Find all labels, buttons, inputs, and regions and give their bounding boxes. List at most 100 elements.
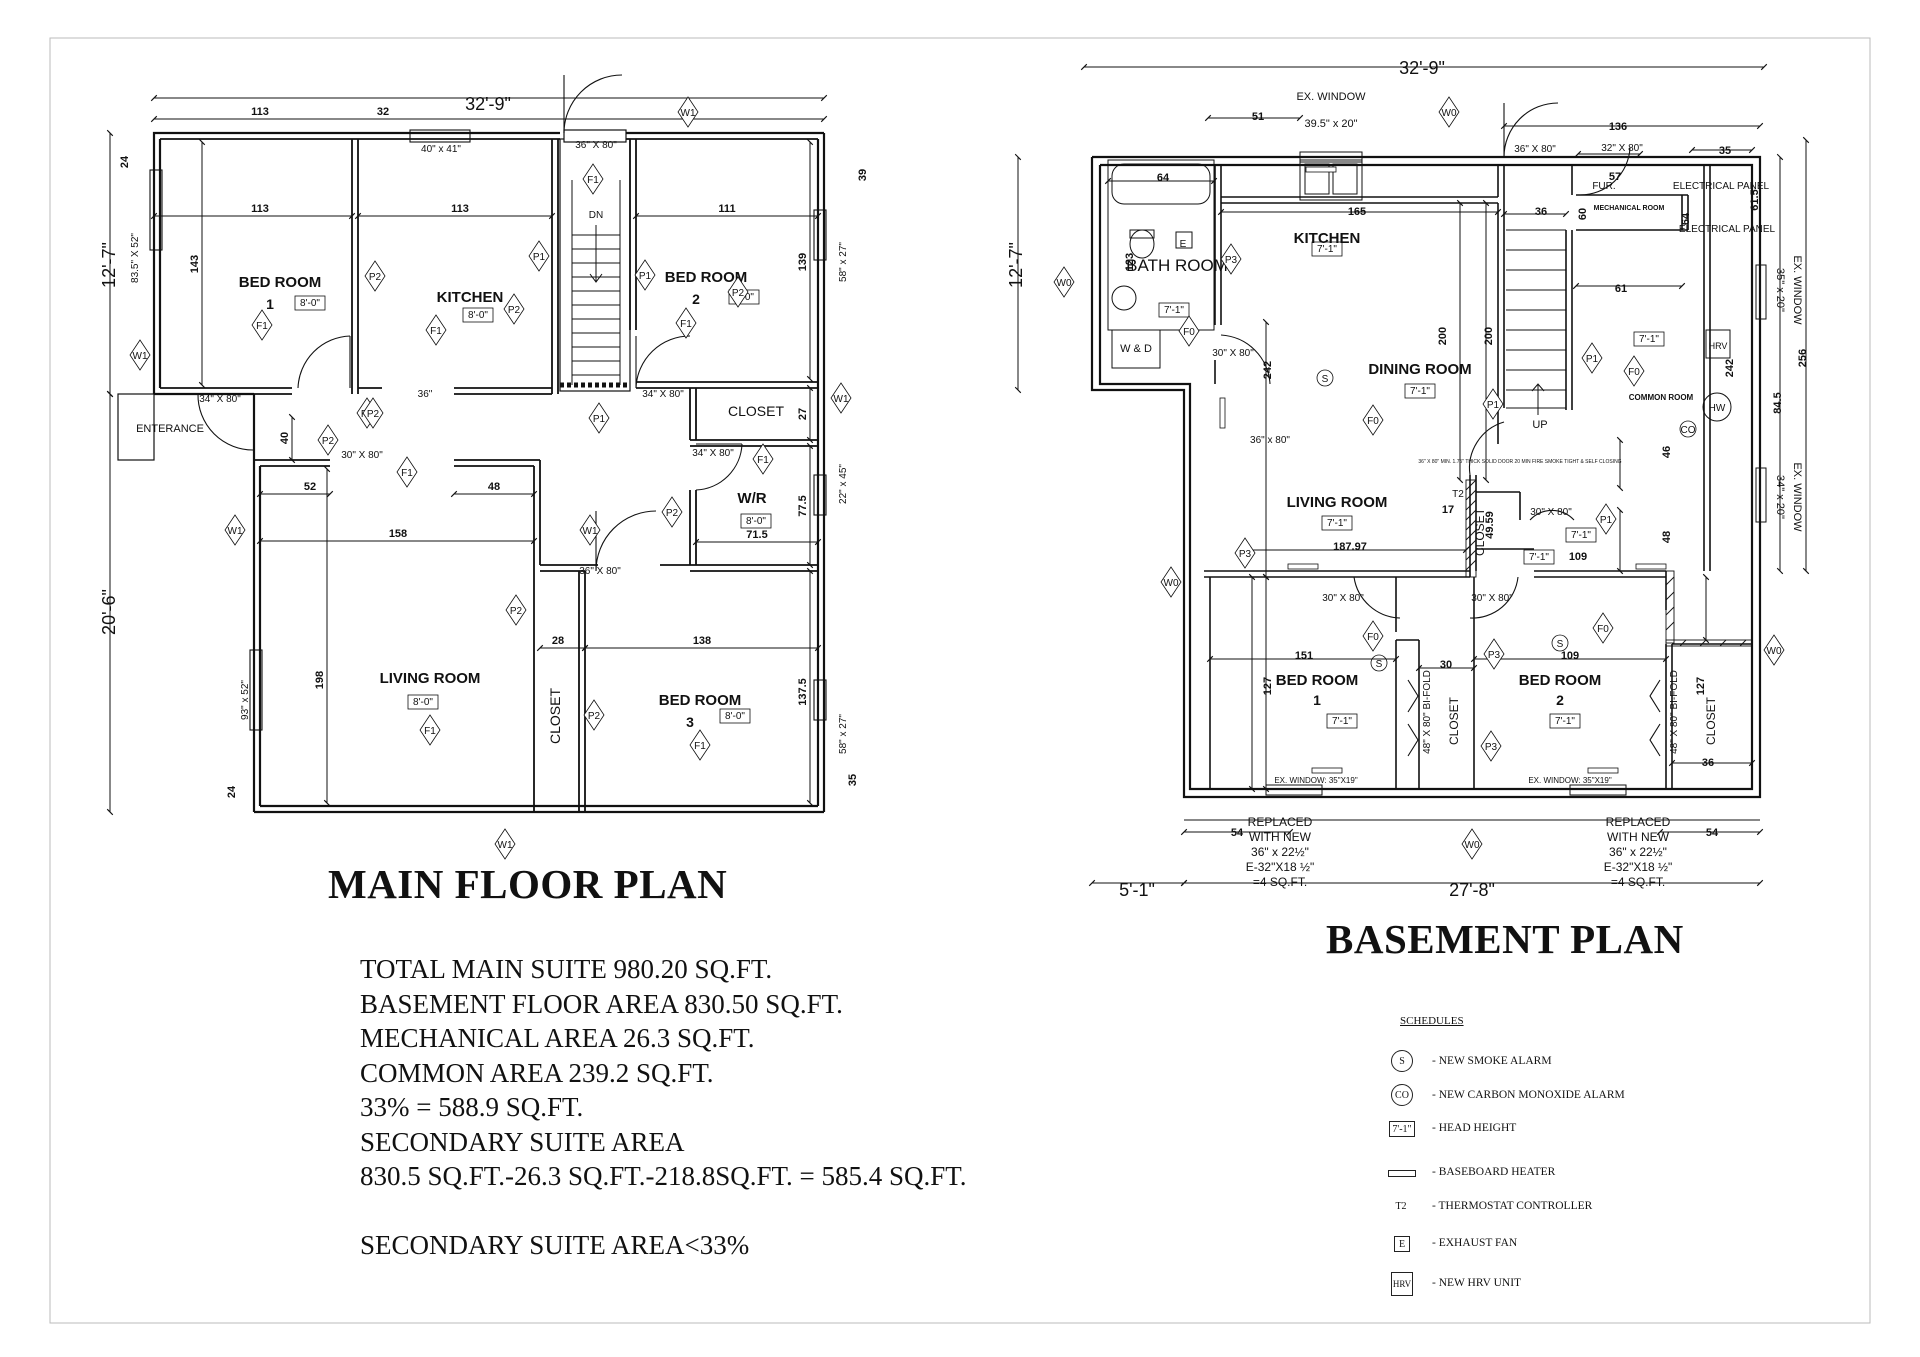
schedule-label: - NEW CARBON MONOXIDE ALARM xyxy=(1432,1089,1625,1101)
finish-tag-label: F1 xyxy=(694,741,706,752)
dimension-value: 17 xyxy=(1442,504,1454,516)
dimension-value: 64 xyxy=(1157,172,1170,184)
dimension-value: 77.5 xyxy=(797,495,809,516)
dimension-value: 35 xyxy=(847,774,859,786)
dimension-value: 256 xyxy=(1797,349,1809,367)
living-room-name: LIVING ROOM xyxy=(380,670,481,687)
co-alarm-marker xyxy=(1679,420,1697,438)
ex-window-size: 35" x 20" xyxy=(1774,268,1786,312)
basement-interior-walls xyxy=(1204,165,1752,789)
door-size-label: 30" X 80" xyxy=(341,450,383,461)
co-alarm-marker-label: CO xyxy=(1681,425,1696,436)
schedule-row-smoke: S - NEW SMOKE ALARM xyxy=(1380,1050,1680,1076)
dimension-value: 54 xyxy=(1706,827,1719,839)
exhaust-fan-tag: E xyxy=(1180,239,1187,250)
bifold-door-label: 48" X 80" BI-FOLD xyxy=(1669,670,1680,754)
fire-door-note: 36" X 80" MIN. 1.75" THICK SOLID DOOR 20… xyxy=(1418,459,1621,465)
window-size-label: 58" x 27" xyxy=(838,714,849,754)
door-size-label: 30" X 80" xyxy=(1530,507,1572,518)
basement-windows xyxy=(1265,151,1767,796)
ex-window-label: EX. WINDOW xyxy=(1296,91,1366,103)
dimension-value: 61.5 xyxy=(1749,189,1761,210)
finish-tag-diamond xyxy=(1234,537,1256,569)
window-size-label: 58" x 27" xyxy=(838,242,849,282)
finish-tag-label: W0 xyxy=(1442,108,1457,119)
replaced-window-note: =4 SQ.FT. xyxy=(1253,875,1307,889)
replaced-window-note: =4 SQ.FT. xyxy=(1611,875,1665,889)
dimension-value: 48 xyxy=(488,481,500,493)
main-stair xyxy=(559,129,631,392)
bedroom-2-number: 2 xyxy=(692,291,700,307)
head-height-tag: 7'-1" xyxy=(1555,716,1575,727)
smoke-alarm-marker-label: S xyxy=(1557,639,1564,650)
finish-tag-label: P1 xyxy=(533,252,546,263)
dimension-value: 111 xyxy=(718,203,735,215)
closet-a-label: CLOSET xyxy=(728,403,784,419)
finish-tag-label: F1 xyxy=(401,468,413,479)
main-interior-walls xyxy=(160,138,818,812)
dimension-value: 200 xyxy=(1483,327,1495,345)
bedroom-2-name: BED ROOM xyxy=(665,269,748,286)
door-size-label: 36" X 80" xyxy=(579,566,621,577)
smoke-alarm-marker xyxy=(1316,369,1334,387)
dimension-value: 109 xyxy=(1569,551,1587,563)
main-windows xyxy=(149,129,827,731)
co-alarm-icon: CO xyxy=(1391,1084,1413,1106)
finish-tag-diamond xyxy=(364,260,386,292)
ex-window-label: EX. WINDOW xyxy=(1791,462,1803,532)
replaced-window-note: REPLACED xyxy=(1606,815,1671,829)
finish-tag-diamond xyxy=(419,714,441,746)
head-height-tag: 8'-0" xyxy=(300,298,320,309)
ex-window-size: 39.5" x 20" xyxy=(1304,118,1357,130)
finish-tag-label: P1 xyxy=(1487,400,1500,411)
finish-tag-label: P2 xyxy=(588,711,601,722)
area-note-secondary-calc: 830.5 SQ.FT.-26.3 SQ.FT.-218.8SQ.FT. = 5… xyxy=(360,1161,967,1191)
dimension-value: 127 xyxy=(1695,677,1707,695)
dimension-value: 138 xyxy=(693,635,711,647)
door-size-label: 36" X 80" xyxy=(575,140,617,151)
door-size-label: 36" X 80" xyxy=(1514,144,1556,155)
finish-tag-label: F0 xyxy=(1597,624,1609,635)
finish-tag-label: F0 xyxy=(1183,327,1195,338)
schedule-label: - THERMOSTAT CONTROLLER xyxy=(1432,1200,1593,1212)
finish-tag-diamond xyxy=(661,496,683,528)
main-doors xyxy=(197,74,743,572)
finish-tag-diamond xyxy=(689,729,711,761)
finish-tag-diamond xyxy=(675,307,697,339)
basement-hatched-walls xyxy=(1465,479,1753,647)
finish-tag-diamond xyxy=(1483,638,1505,670)
door-size-label: 36" xyxy=(418,389,433,400)
finish-tag-diamond xyxy=(396,456,418,488)
finish-tag-label: P2 xyxy=(322,436,335,447)
basement-bottom-dim-right: 27'-8" xyxy=(1449,880,1495,900)
dimension-value: 198 xyxy=(314,671,326,689)
ex-window-label: EX. WINDOW: 35"X19" xyxy=(1274,776,1357,785)
replaced-window-note: WITH NEW xyxy=(1249,830,1312,844)
finish-tag-diamond xyxy=(583,699,605,731)
area-notes: TOTAL MAIN SUITE 980.20 SQ.FT. BASEMENT … xyxy=(360,952,967,1262)
finish-tag-diamond xyxy=(634,259,656,291)
electrical-panel-label: ELECTRICAL PANEL xyxy=(1679,224,1776,235)
dimension-value: 71.5 xyxy=(746,529,767,541)
schedule-row-head-height: 7'-1" - HEAD HEIGHT xyxy=(1380,1117,1680,1143)
head-height-box xyxy=(1311,241,1343,257)
hrv-unit-icon: HRV xyxy=(1391,1272,1413,1296)
basement-plan-title: BASEMENT PLAN xyxy=(1326,916,1684,962)
finish-tag-diamond xyxy=(1623,355,1645,387)
finish-tag-label: P2 xyxy=(510,606,523,617)
dimension-value: 28 xyxy=(552,635,564,647)
baseboard-heaters xyxy=(1219,166,1667,774)
hot-water-tank-label: HW xyxy=(1709,403,1726,414)
dimension-value: 40 xyxy=(279,432,291,444)
dimension-value: 123 xyxy=(1124,253,1136,271)
head-height-tag: 7'-1" xyxy=(1164,305,1184,316)
head-height-tag: 8'-0" xyxy=(468,310,488,321)
finish-tag-diamond xyxy=(1461,828,1483,860)
finish-tag-label: P1 xyxy=(593,414,606,425)
window-size-label: 93" x 52" xyxy=(240,680,251,720)
dimension-value: 24 xyxy=(226,785,238,798)
dimension-value: 113 xyxy=(451,203,469,215)
kitchen-name: KITCHEN xyxy=(437,289,504,306)
side-dim-upper: 12'-7" xyxy=(99,242,119,288)
finish-tag-diamond xyxy=(362,397,384,429)
